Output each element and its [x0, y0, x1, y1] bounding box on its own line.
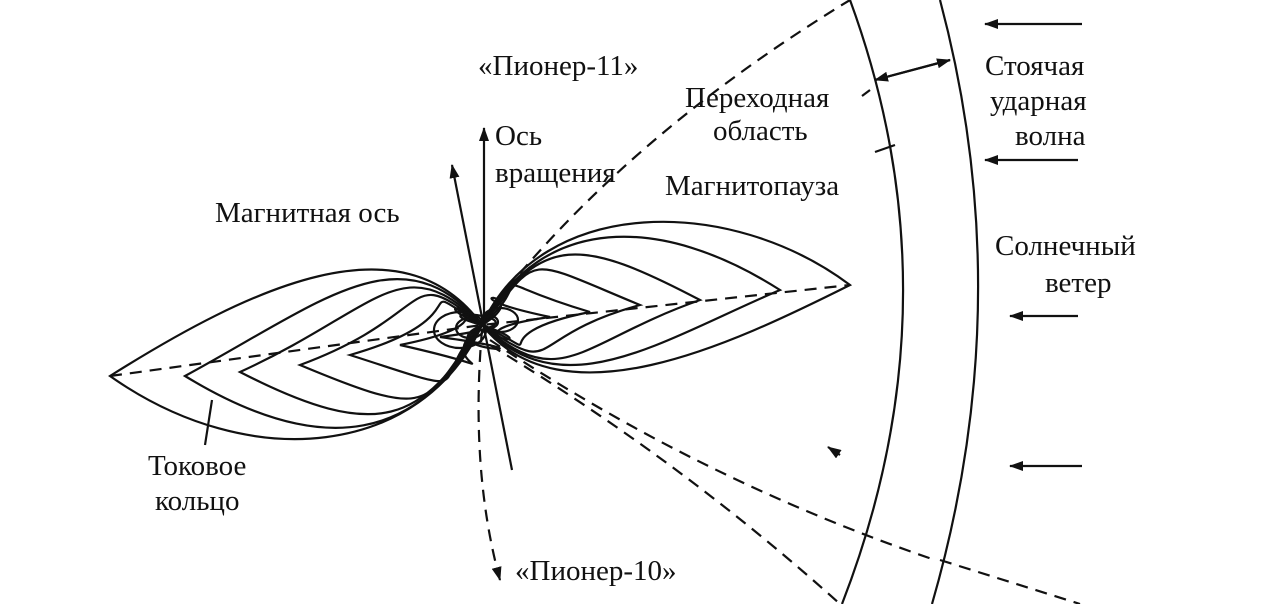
- field-line: [481, 284, 591, 346]
- planet-rings: [432, 306, 520, 350]
- field-lines: [108, 220, 853, 441]
- label-pioneer11: «Пионер-11»: [478, 50, 638, 82]
- field-line: [346, 300, 483, 383]
- solar-wind-arrows: [984, 19, 1082, 471]
- field-line: [399, 307, 483, 365]
- label-magnetic-axis: Магнитная ось: [215, 197, 400, 229]
- label-current-ring: Токовое: [148, 450, 246, 482]
- label-transition-region-2: область: [713, 115, 808, 147]
- label-solar-wind-2: ветер: [1045, 267, 1111, 299]
- pioneer10-trajectory: [477, 329, 502, 581]
- field-line: [481, 268, 644, 353]
- label-solar-wind: Солнечный: [995, 230, 1136, 262]
- pioneer11-trajectory: [481, 0, 851, 321]
- label-rotation-axis: Ось: [495, 120, 542, 152]
- label-magnetopause: Магнитопауза: [665, 170, 839, 202]
- field-line: [481, 253, 703, 361]
- field-line: [481, 220, 853, 374]
- label-transition-region: Переходная: [685, 82, 829, 114]
- bow-shock-line: [930, 0, 980, 604]
- label-bow-shock-2: ударная: [990, 85, 1087, 117]
- magnetopause-line: [840, 0, 905, 604]
- field-line: [182, 277, 483, 429]
- label-pioneer10: «Пионер-10»: [515, 555, 677, 587]
- label-bow-shock-3: волна: [1015, 120, 1086, 152]
- label-current-ring-2: кольцо: [155, 485, 239, 517]
- field-line: [481, 235, 783, 367]
- label-bow-shock: Стоячая: [985, 50, 1084, 82]
- trajectories: [109, 0, 1081, 604]
- pioneer10-trajectory-out: [489, 339, 936, 562]
- label-rotation-axis-2: вращения: [495, 157, 616, 189]
